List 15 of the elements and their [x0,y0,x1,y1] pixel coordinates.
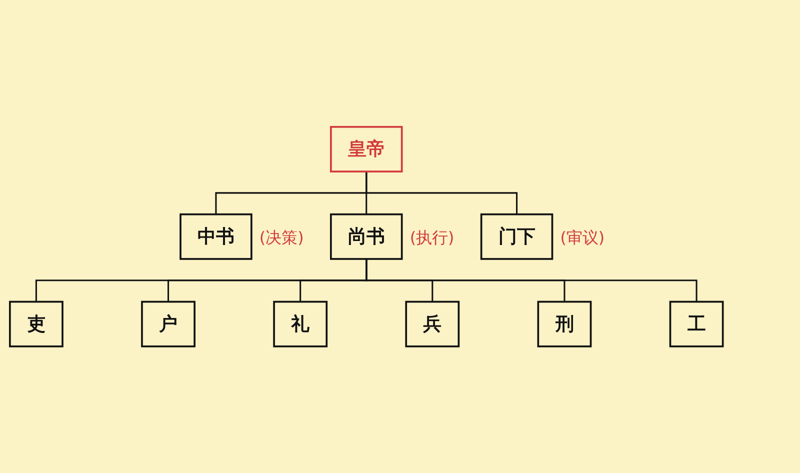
node-box: 门下 [480,213,554,260]
node-box: 吏 [9,300,64,348]
node-box: 中书 [180,213,252,260]
node-box: 礼 [273,300,328,348]
annotation-text: (决策) [259,228,304,247]
node-box: 皇帝 [330,126,403,172]
node-box: 户 [141,300,196,348]
node-box: 刑 [537,300,592,348]
annotation-text: (审议) [560,228,605,247]
node-box: 兵 [405,300,460,348]
node-box: 尚书 [330,213,403,260]
connector [366,258,698,302]
node-box: 工 [669,300,724,348]
connector [366,171,518,214]
annotation-text: (执行) [410,228,454,247]
